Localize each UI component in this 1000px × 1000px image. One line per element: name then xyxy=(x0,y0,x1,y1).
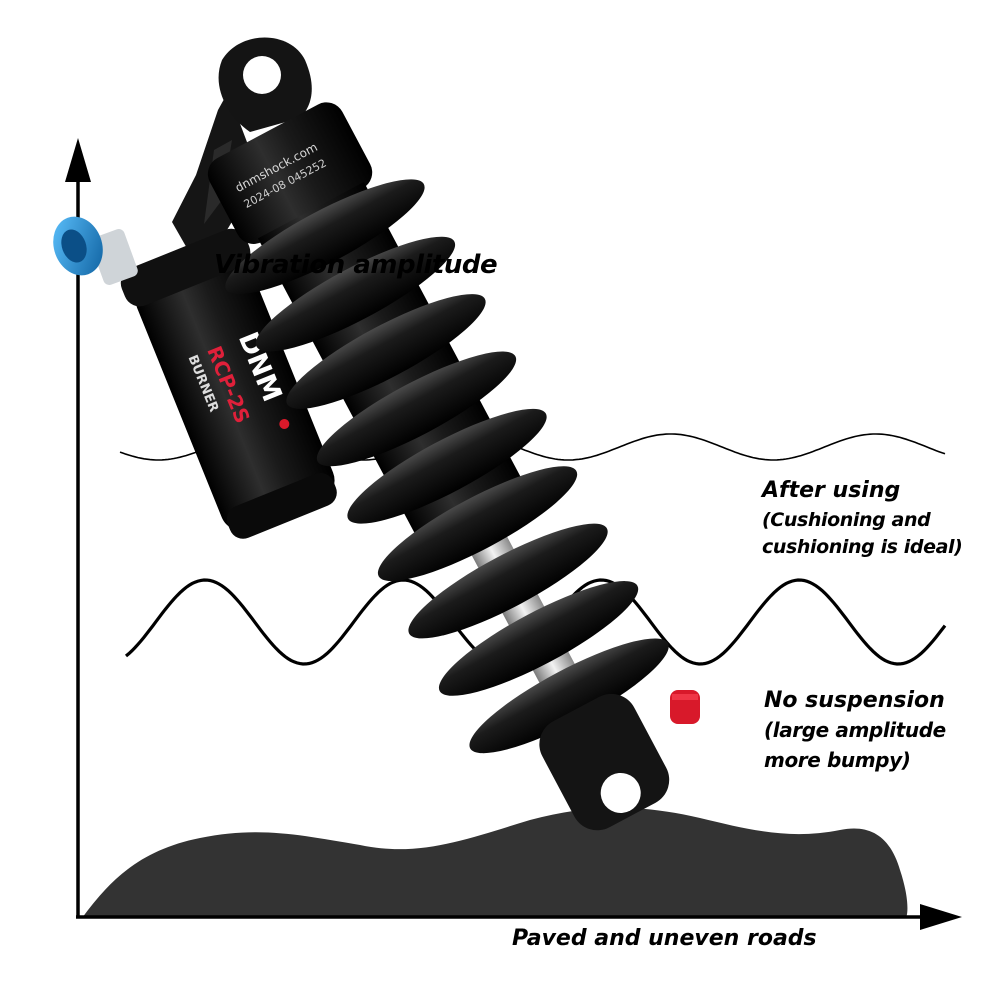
y-axis-arrow xyxy=(65,138,91,182)
no-suspension-line-1: (large amplitude xyxy=(764,718,946,742)
no-suspension-title: No suspension xyxy=(764,688,945,713)
coil-spring xyxy=(225,179,669,754)
after-using-line-1: (Cushioning and xyxy=(762,509,931,531)
bottom-eyelet xyxy=(539,693,670,831)
x-axis-arrow xyxy=(920,904,962,930)
y-axis-label: Vibration amplitude xyxy=(214,250,498,280)
reservoir: DNM RCP-2S BURNER xyxy=(120,228,337,539)
after-using-title: After using xyxy=(762,478,901,503)
x-axis-label: Paved and uneven roads xyxy=(512,926,817,951)
road-terrain xyxy=(82,807,908,918)
upper-body-cap xyxy=(207,102,373,244)
red-adjuster-icon xyxy=(670,690,700,724)
blue-adjuster-knob-icon xyxy=(53,216,138,285)
no-suspension-line-2: more bumpy) xyxy=(764,748,911,772)
top-eyelet xyxy=(218,37,312,132)
after-using-line-2: cushioning is ideal) xyxy=(762,536,963,558)
rear-shock-illustration: DNM RCP-2S BURNER dnmshock.com 2024-08 0… xyxy=(53,37,700,831)
